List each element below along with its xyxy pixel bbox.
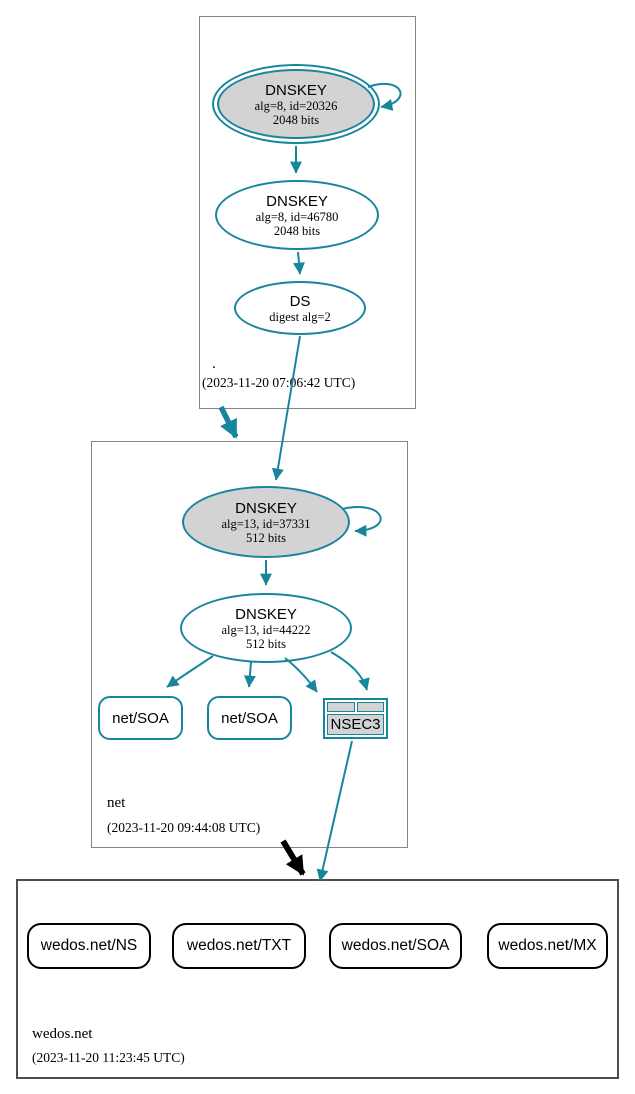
root-ksk-dnskey-inner: DNSKEY alg=8, id=20326 2048 bits (217, 69, 375, 139)
wedos-txt-rrset-node[interactable]: wedos.net/TXT (172, 923, 306, 969)
wedos-soa-rrset-node[interactable]: wedos.net/SOA (329, 923, 462, 969)
node-title: DNSKEY (265, 81, 327, 99)
node-title: DNSKEY (235, 499, 297, 517)
net-zone-box (91, 441, 408, 848)
wedos-zone-box (16, 879, 619, 1079)
nsec3-cell-right (356, 702, 384, 712)
node-detail: 2048 bits (273, 223, 321, 238)
node-detail: alg=8, id=46780 (255, 209, 339, 224)
node-detail: digest alg=2 (269, 309, 331, 324)
net-zsk-dnskey-node[interactable]: DNSKEY alg=13, id=44222 512 bits (180, 593, 352, 663)
node-detail: 512 bits (246, 636, 286, 651)
nsec3-header-row (327, 702, 384, 712)
nsec3-label: NSEC3 (327, 714, 384, 735)
node-detail: alg=13, id=44222 (221, 622, 311, 637)
nsec3-node[interactable]: NSEC3 (323, 698, 388, 739)
net-zone-timestamp: (2023-11-20 09:44:08 UTC) (107, 820, 261, 835)
root-zone-box (199, 16, 416, 409)
net-zone-label: net (107, 795, 126, 811)
node-detail: 2048 bits (272, 112, 320, 127)
root-ds-node[interactable]: DS digest alg=2 (234, 281, 366, 335)
node-detail: alg=13, id=37331 (221, 516, 311, 531)
node-detail: 512 bits (246, 530, 286, 545)
node-title: DS (289, 292, 311, 310)
root-zone-timestamp: (2023-11-20 07:06:42 UTC) (202, 375, 356, 390)
node-detail: alg=8, id=20326 (254, 98, 338, 113)
wedos-mx-rrset-node[interactable]: wedos.net/MX (487, 923, 608, 969)
wedos-ns-rrset-node[interactable]: wedos.net/NS (27, 923, 151, 969)
nsec3-cell-left (327, 702, 355, 712)
root-ksk-dnskey-node[interactable]: DNSKEY alg=8, id=20326 2048 bits (212, 64, 380, 144)
net-soa-rrset-node-right[interactable]: net/SOA (207, 696, 292, 740)
node-title: DNSKEY (266, 192, 328, 210)
node-title: DNSKEY (235, 605, 297, 623)
net-ksk-dnskey-node[interactable]: DNSKEY alg=13, id=37331 512 bits (182, 486, 350, 558)
edge-root-zone-to-net-zone-secure (218, 405, 239, 439)
wedos-zone-label: wedos.net (32, 1026, 93, 1042)
wedos-zone-timestamp: (2023-11-20 11:23:45 UTC) (32, 1050, 185, 1065)
root-zone-label: . (212, 356, 216, 372)
root-zsk-dnskey-node[interactable]: DNSKEY alg=8, id=46780 2048 bits (215, 180, 379, 250)
net-soa-rrset-node-left[interactable]: net/SOA (98, 696, 183, 740)
